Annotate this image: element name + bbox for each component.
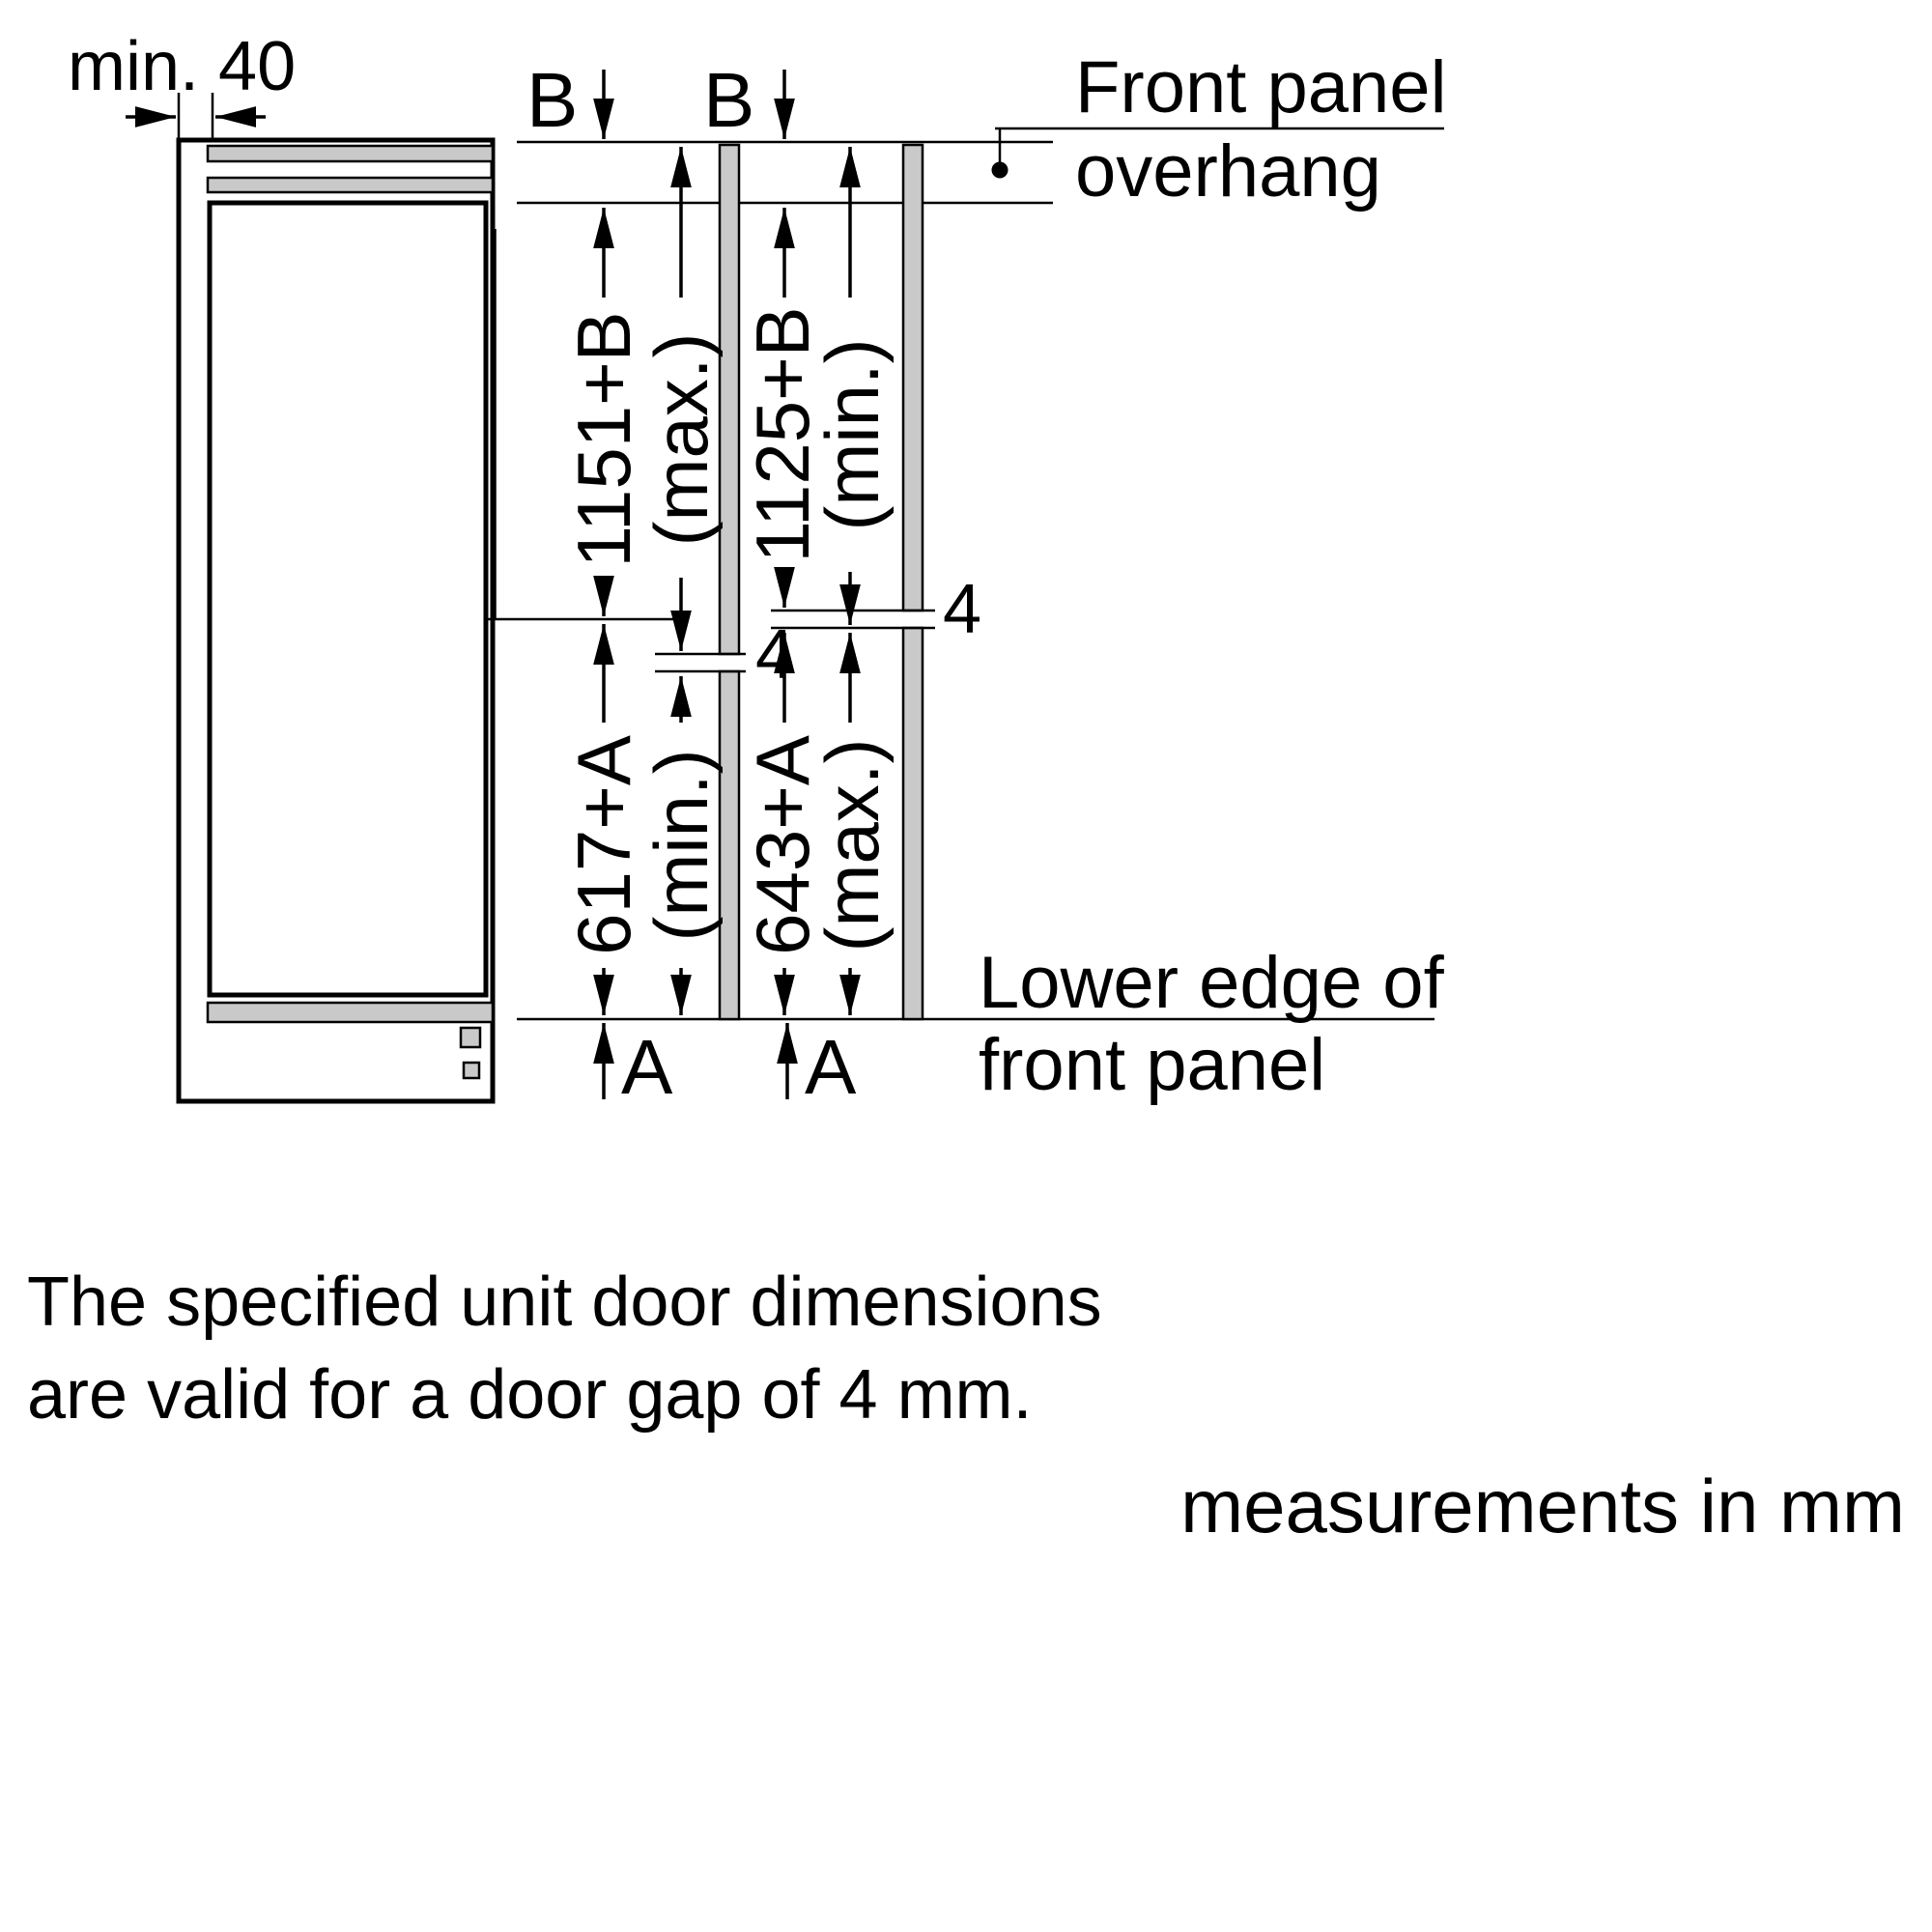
upper-right-dimension-qualifier: (min.) (810, 338, 895, 530)
upper-left-dimension-value: 1151+B (561, 311, 646, 567)
upper-left-dimension-qualifier: (max.) (639, 333, 724, 547)
plinth-strip (206, 1001, 495, 1024)
top-vent-strip-lower (206, 176, 495, 194)
right-door-panel-upper (901, 143, 924, 612)
lower-left-dimension-value: 617+A (561, 735, 646, 955)
right-door-panel-lower (901, 626, 924, 1021)
lower-edge-label-line2: front panel (979, 1024, 1325, 1106)
a-dimension-label-2: A (805, 1024, 857, 1110)
left-gap-value: 4 (755, 616, 794, 694)
lower-right-dimension-value: 643+A (740, 735, 825, 955)
b-dimension-label-1: B (526, 57, 578, 143)
right-gap-value: 4 (943, 571, 981, 648)
a-dimension-label-1: A (621, 1024, 673, 1110)
callout-dot (991, 161, 1009, 179)
lower-left-dimension-qualifier: (min.) (639, 749, 724, 941)
top-vent-strip-upper (206, 144, 495, 163)
b-dimension-label-2: B (703, 57, 754, 143)
note-line2: are valid for a door gap of 4 mm. (27, 1356, 1033, 1434)
plinth-foot-lower (462, 1061, 481, 1080)
units-note: measurements in mm (1180, 1463, 1905, 1548)
note-line1: The specified unit door dimensions (27, 1264, 1102, 1341)
lower-edge-label-line1: Lower edge of (979, 942, 1445, 1024)
front-panel-overhang-label-line1: Front panel (1075, 46, 1446, 128)
furniture-door-panel (207, 200, 489, 998)
plinth-foot-upper (459, 1026, 482, 1049)
front-panel-overhang-label-line2: overhang (1075, 130, 1381, 213)
upper-right-dimension-value: 1125+B (740, 306, 825, 562)
min-clearance-label: min. 40 (68, 28, 296, 105)
lower-right-dimension-qualifier: (max.) (810, 739, 895, 952)
